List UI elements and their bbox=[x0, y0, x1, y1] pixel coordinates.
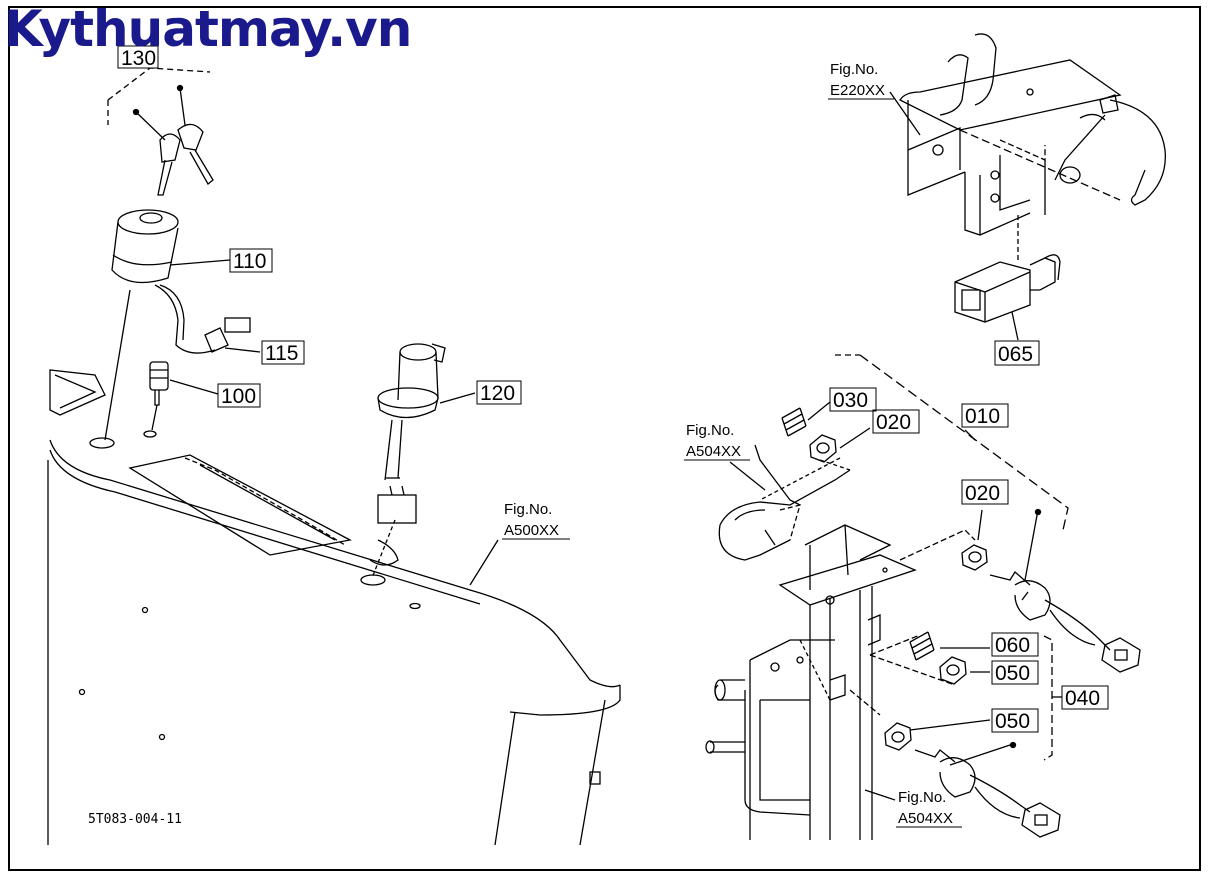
box-010 bbox=[961, 403, 1009, 428]
label-010: 010 bbox=[965, 405, 1000, 428]
ignition-switch bbox=[104, 209, 261, 441]
site-watermark: Kythuatmay.vn bbox=[4, 0, 412, 58]
part-labels: 130 110 115 100 120 065 030 020 010 020 … bbox=[117, 45, 1109, 733]
rotary-switch bbox=[369, 343, 476, 579]
label-120: 120 bbox=[480, 382, 515, 405]
label-040: 040 bbox=[1065, 687, 1100, 710]
label-130: 130 bbox=[121, 47, 156, 70]
fig-a504-bottom-line2: A504XX bbox=[898, 810, 953, 827]
leader-010 bbox=[964, 429, 976, 441]
label-020-upper: 020 bbox=[876, 411, 911, 434]
bracket-assembly bbox=[889, 33, 1166, 236]
switch-assembly-upper bbox=[961, 508, 1141, 673]
label-110: 110 bbox=[233, 250, 266, 273]
drawing-code: 5T083-004-11 bbox=[88, 812, 182, 827]
fig-e220-line1: Fig.No. bbox=[830, 61, 878, 78]
support-frame bbox=[705, 354, 1069, 840]
fig-e220-line2: E220XX bbox=[830, 82, 885, 99]
dashboard-panel bbox=[47, 369, 621, 846]
box-115 bbox=[261, 340, 305, 365]
label-100: 100 bbox=[221, 385, 256, 408]
box-040 bbox=[1061, 685, 1109, 710]
box-020-upper bbox=[872, 409, 920, 434]
box-020-lower bbox=[961, 479, 1009, 505]
leader-a504-top bbox=[729, 461, 766, 491]
box-050-lower bbox=[991, 708, 1039, 733]
label-065: 065 bbox=[998, 343, 1033, 366]
box-100 bbox=[217, 383, 261, 408]
box-050-upper bbox=[991, 660, 1039, 685]
key-set bbox=[107, 67, 214, 196]
fig-a500-line2: A500XX bbox=[504, 522, 559, 539]
fig-a504-top-line2: A504XX bbox=[686, 443, 741, 460]
spring-and-nut-upper bbox=[781, 401, 871, 471]
box-130 bbox=[117, 45, 159, 69]
figure-references: Fig.No. E220XX Fig.No. A500XX Fig.No. A5… bbox=[502, 61, 962, 828]
drawing-sheet bbox=[8, 6, 1201, 871]
box-120 bbox=[476, 380, 522, 405]
label-020-lower: 020 bbox=[965, 482, 1000, 505]
fig-a504-top-line1: Fig.No. bbox=[686, 422, 734, 439]
box-060 bbox=[991, 632, 1039, 657]
leader-a500 bbox=[469, 539, 499, 586]
pressure-switch bbox=[954, 215, 1061, 341]
box-065 bbox=[994, 340, 1040, 366]
connector-small bbox=[149, 361, 219, 431]
fig-a500-line1: Fig.No. bbox=[504, 501, 552, 518]
label-050-lower: 050 bbox=[995, 710, 1030, 733]
spring-and-nut-lower bbox=[909, 631, 990, 685]
label-050-upper: 050 bbox=[995, 662, 1030, 685]
label-060: 060 bbox=[995, 634, 1030, 657]
label-115: 115 bbox=[265, 342, 298, 365]
box-110 bbox=[229, 248, 273, 273]
switch-assembly-lower bbox=[884, 719, 1061, 838]
fig-a504-bottom-line1: Fig.No. bbox=[898, 789, 946, 806]
box-030 bbox=[829, 387, 877, 412]
label-030: 030 bbox=[833, 389, 868, 412]
